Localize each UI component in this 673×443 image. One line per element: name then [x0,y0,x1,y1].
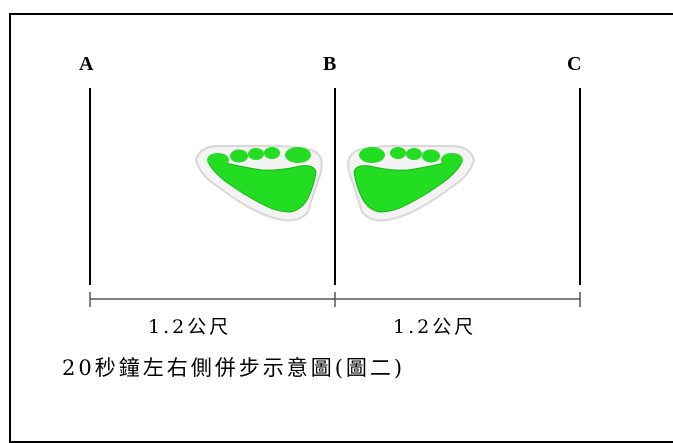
point-label-a: A [79,53,94,75]
line-c [579,88,581,285]
point-label-b: B [323,53,337,75]
point-label-c: C [567,53,582,75]
dimension-line [89,292,581,307]
right-footprint-icon [347,144,476,222]
line-a [89,88,91,285]
distance-label-bc: 1.2公尺 [393,316,477,338]
left-footprint-icon [194,144,323,222]
diagram-caption: 20秒鐘左右側併步示意圖(圖二) [62,356,406,380]
line-b [334,88,336,285]
distance-label-ab: 1.2公尺 [148,316,232,338]
